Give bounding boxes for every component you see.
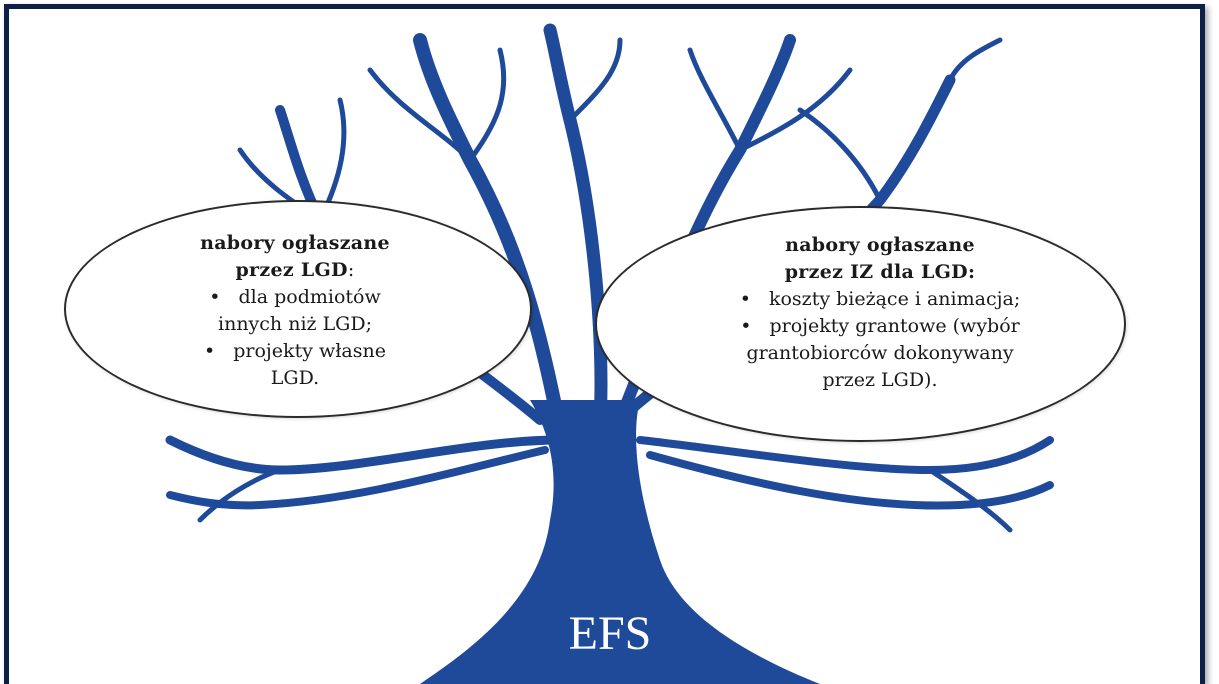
tree-branch xyxy=(797,107,883,203)
tree-branch xyxy=(166,446,549,510)
bullet-icon: • xyxy=(204,340,216,362)
tree-branches xyxy=(165,23,1054,533)
tree-branch xyxy=(947,37,1003,83)
left-bubble-text: nabory ogłaszane przez LGD: • dla podmiot… xyxy=(150,230,440,392)
trunk-label: EFS xyxy=(568,607,652,660)
left-item-2-line2: LGD. xyxy=(270,367,320,389)
tree-branch xyxy=(646,451,1054,510)
tree-branch xyxy=(197,467,283,523)
left-heading-line1: nabory ogłaszane xyxy=(200,232,390,254)
tree-branch xyxy=(467,47,507,163)
left-ellipse xyxy=(64,200,532,418)
bullet-icon: • xyxy=(739,288,751,310)
right-item-2-line3: przez LGD). xyxy=(822,369,938,391)
left-heading-line2: przez LGD xyxy=(235,259,348,281)
list-item: • projekty własne LGD. xyxy=(150,338,440,392)
tree-branch xyxy=(636,436,1054,474)
tree-branch xyxy=(927,467,1013,533)
right-bubble-text: nabory ogłaszane przez IZ dla LGD: • kosz… xyxy=(680,232,1080,394)
left-item-2-line1: projekty własne xyxy=(233,340,386,362)
left-bubble-heading: nabory ogłaszane przez LGD: xyxy=(150,230,440,284)
right-heading-line1: nabory ogłaszane xyxy=(785,234,975,256)
tree-branch xyxy=(567,37,623,123)
right-item-2-line1: projekty grantowe (wybór xyxy=(769,315,1020,337)
right-heading-line2: przez IZ dla LGD: xyxy=(784,261,976,283)
list-item: • koszty bieżące i animacja; xyxy=(680,286,1080,313)
right-bubble-heading: nabory ogłaszane przez IZ dla LGD: xyxy=(680,232,1080,286)
left-bullet-list: • dla podmiotów innych niż LGD; • projekty… xyxy=(150,284,440,392)
tree-branch xyxy=(413,33,567,437)
left-item-1-line1: dla podmiotów xyxy=(238,286,381,308)
left-item-1-line2: innych niż LGD; xyxy=(218,313,372,335)
list-item: • dla podmiotów innych niż LGD; xyxy=(150,284,440,338)
tree-branch xyxy=(165,435,565,475)
left-heading-suffix: : xyxy=(347,259,355,281)
bullet-icon: • xyxy=(209,286,221,308)
tree-branch xyxy=(737,67,853,153)
right-item-1-line1: koszty bieżące i animacja; xyxy=(768,288,1021,310)
tree-trunk xyxy=(420,400,820,684)
tree-branch xyxy=(367,67,473,163)
tree-branch xyxy=(543,23,608,437)
right-bullet-list: • koszty bieżące i animacja; • projekty gr… xyxy=(680,286,1080,394)
list-item: • projekty grantowe (wybór grantobiorców … xyxy=(680,313,1080,394)
tree-branch xyxy=(687,47,743,153)
right-ellipse xyxy=(595,206,1126,442)
bullet-icon: • xyxy=(740,315,752,337)
right-item-2-line2: grantobiorców dokonywany xyxy=(746,342,1014,364)
